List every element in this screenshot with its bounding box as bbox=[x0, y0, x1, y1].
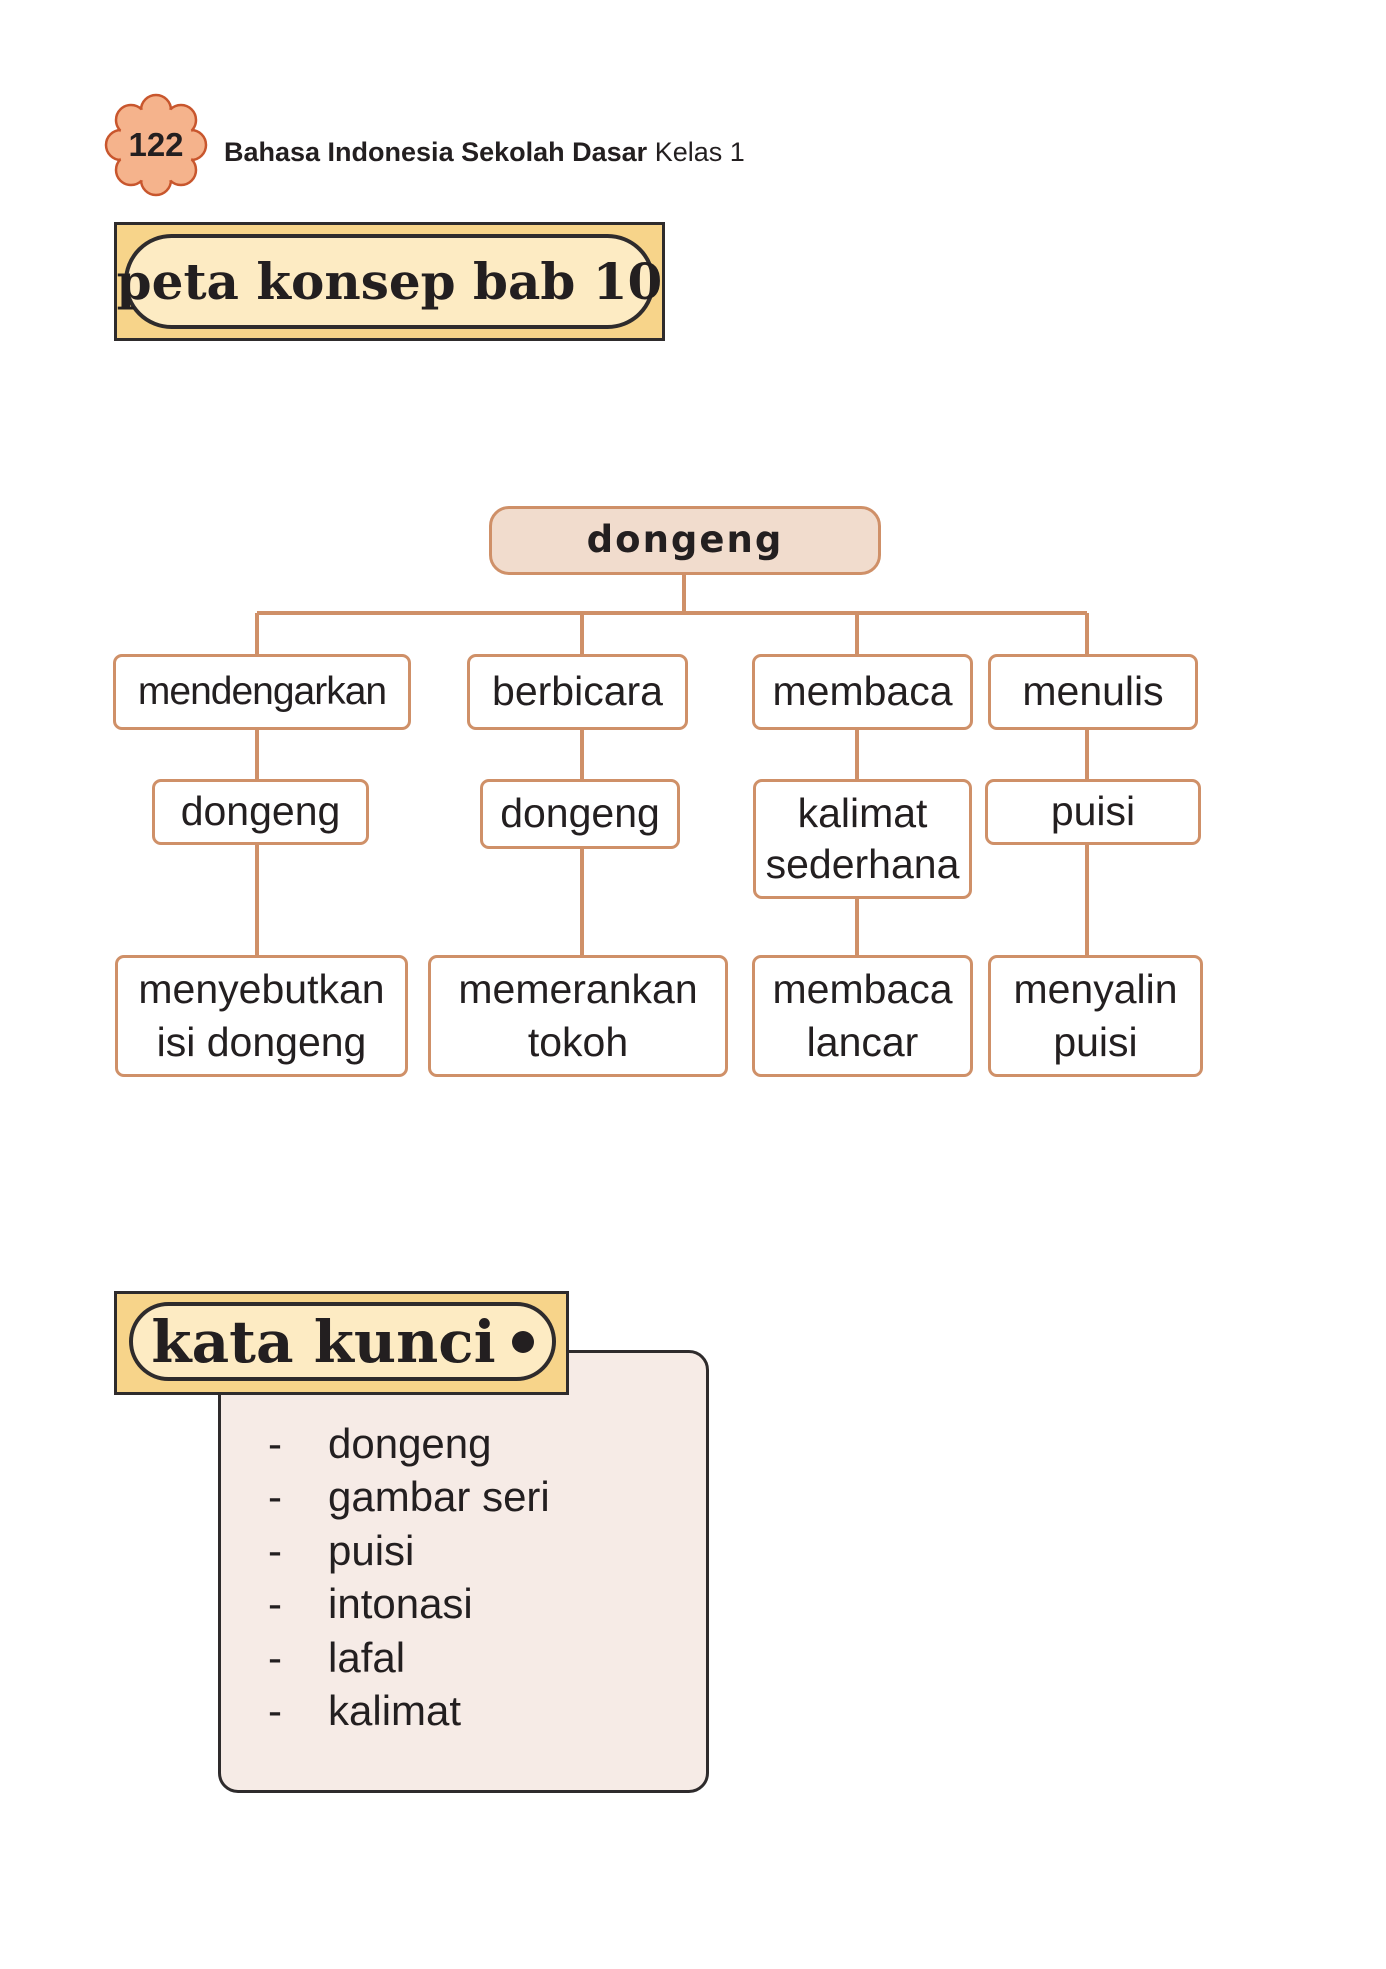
list-item-text: intonasi bbox=[328, 1580, 473, 1628]
running-header: Bahasa Indonesia Sekolah Dasar Kelas 1 bbox=[224, 137, 745, 168]
list-item-text: gambar seri bbox=[328, 1473, 550, 1521]
page-number-badge-icon bbox=[104, 93, 208, 197]
list-dash: - bbox=[268, 1633, 282, 1681]
list-item-text: lafal bbox=[328, 1633, 406, 1681]
list-dash: - bbox=[268, 1419, 282, 1467]
kata-kunci-title-pill: kata kunci bbox=[129, 1302, 556, 1381]
skill-node-mendengarkan: mendengarkan bbox=[113, 654, 411, 730]
list-item: -dongeng bbox=[265, 1417, 550, 1471]
activity-node-menyalin-puisi: menyalin puisi bbox=[988, 955, 1203, 1077]
activity-node-membaca-lancar: membaca lancar bbox=[752, 955, 973, 1077]
kata-kunci-panel bbox=[218, 1350, 709, 1793]
list-item: -gambar seri bbox=[265, 1471, 550, 1525]
activity-node-menyebutkan-isi-dongeng: menyebutkan isi dongeng bbox=[115, 955, 408, 1077]
list-item: -puisi bbox=[265, 1524, 550, 1578]
topic-node-dongeng-2: dongeng bbox=[480, 779, 680, 849]
peta-konsep-title-pill: peta konsep bab 10 bbox=[117, 234, 662, 329]
list-item-text: puisi bbox=[328, 1526, 415, 1574]
kata-kunci-title: kata kunci bbox=[151, 1307, 496, 1376]
bullet-dot-icon bbox=[511, 1330, 534, 1353]
concept-root-node: dongeng bbox=[489, 506, 881, 575]
book-title: Bahasa Indonesia Sekolah Dasar bbox=[224, 137, 648, 167]
topic-node-dongeng-1: dongeng bbox=[152, 779, 369, 845]
peta-konsep-title: peta konsep bab 10 bbox=[116, 252, 663, 311]
page-number: 122 bbox=[128, 126, 184, 163]
list-dash: - bbox=[268, 1526, 282, 1574]
list-item: -kalimat bbox=[265, 1685, 550, 1739]
list-item: -lafal bbox=[265, 1631, 550, 1685]
activity-node-memerankan-tokoh: memerankan tokoh bbox=[428, 955, 728, 1077]
list-dash: - bbox=[268, 1580, 282, 1628]
topic-node-kalimat-sederhana: kalimat sederhana bbox=[753, 779, 972, 899]
skill-node-berbicara: berbicara bbox=[467, 654, 688, 730]
book-grade: Kelas 1 bbox=[654, 137, 745, 167]
list-item-text: dongeng bbox=[328, 1419, 492, 1467]
list-dash: - bbox=[268, 1687, 282, 1735]
list-item-text: kalimat bbox=[328, 1687, 462, 1735]
kata-kunci-list: -dongeng -gambar seri -puisi -intonasi -… bbox=[265, 1417, 550, 1738]
skill-node-menulis: menulis bbox=[988, 654, 1198, 730]
list-dash: - bbox=[268, 1473, 282, 1521]
topic-node-puisi: puisi bbox=[985, 779, 1201, 845]
list-item: -intonasi bbox=[265, 1578, 550, 1632]
skill-node-membaca: membaca bbox=[752, 654, 973, 730]
